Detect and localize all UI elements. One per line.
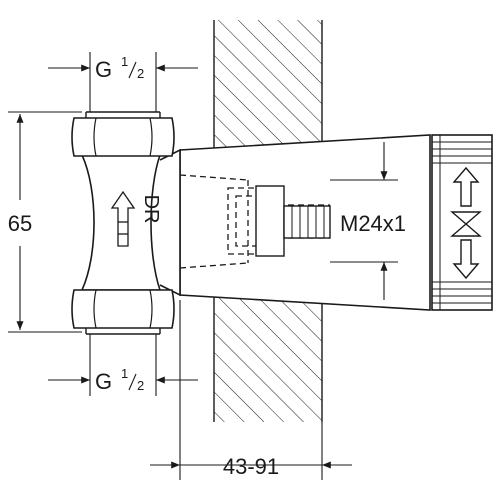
height-dimension-label: 65 — [8, 211, 32, 236]
flow-mark-label: DR — [140, 195, 162, 224]
spindle-range-dimension — [330, 142, 398, 300]
bottom-hex-nut — [71, 289, 175, 335]
svg-text:G: G — [95, 57, 112, 82]
bottom-thread-dimension: G 1 2 — [48, 334, 198, 396]
top-thread-numerator: 1 — [121, 54, 128, 69]
top-thread-denominator: 2 — [137, 66, 144, 81]
bottom-thread-g: G — [95, 369, 112, 394]
cap-assembly — [431, 134, 493, 311]
open-close-arrows-icon — [450, 166, 482, 280]
depth-dimension-label: 43-91 — [223, 454, 279, 479]
cap-ridges-bottom — [432, 281, 492, 304]
cap-ridges-top — [432, 141, 492, 164]
spindle-thread-label: M24x1 — [340, 211, 406, 236]
flow-direction-arrow-icon — [110, 190, 136, 247]
height-dimension: 65 — [8, 111, 82, 333]
svg-text:G: G — [95, 369, 112, 394]
spindle-stem — [255, 185, 331, 257]
depth-dimension: 43-91 — [150, 300, 352, 480]
top-thread-g: G — [95, 57, 112, 82]
top-hex-nut — [71, 111, 175, 157]
bottom-thread-numerator: 1 — [121, 366, 128, 381]
bottom-thread-denominator: 2 — [137, 378, 144, 393]
valve-body — [71, 111, 181, 335]
top-thread-dimension: G 1 2 — [48, 52, 198, 112]
